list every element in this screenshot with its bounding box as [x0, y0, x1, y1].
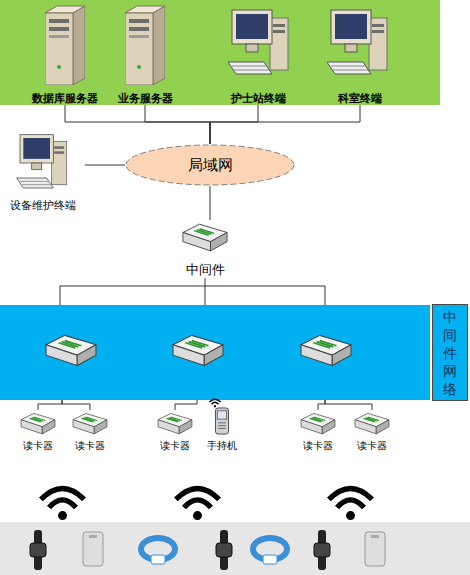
- reader-icon: [158, 413, 192, 433]
- connector-line: [65, 105, 210, 144]
- node-label: 读卡器: [48, 439, 132, 452]
- terminal-icon: [327, 10, 387, 74]
- connector-line: [85, 165, 125, 166]
- node-label: 数据库服务器: [0, 91, 130, 105]
- network-node-icon: [46, 335, 96, 365]
- blue-wristband: [253, 538, 287, 564]
- network-node-icon: [173, 335, 223, 365]
- reader-icon: [21, 413, 55, 433]
- card-tag: [83, 532, 103, 566]
- terminal-node: 科室终端: [322, 3, 398, 105]
- reader-icon: [301, 413, 335, 433]
- handheld-icon: [215, 408, 228, 434]
- node-label: 读卡器: [0, 439, 80, 452]
- connector-line: [210, 186, 211, 220]
- connector-line: [38, 400, 62, 410]
- maintenance-terminal-icon: [17, 135, 67, 188]
- server-node: 业务服务器: [105, 3, 185, 105]
- terminal-node: 设备维护终端: [0, 130, 85, 212]
- reader-node: 读卡器: [68, 410, 112, 452]
- connector-line: [325, 400, 372, 410]
- node-label: 护士站终端: [195, 91, 321, 105]
- wifi-symbol: [329, 489, 372, 520]
- wristband-tag: [216, 530, 232, 570]
- reader-icon: [355, 413, 389, 433]
- server-node: 数据库服务器: [20, 3, 110, 105]
- wifi-symbol: [41, 489, 84, 520]
- connector-line: [210, 105, 360, 144]
- card-tag: [365, 532, 385, 566]
- wristband-tag: [30, 530, 46, 570]
- terminal-node: 护士站终端: [215, 3, 301, 105]
- wifi-symbol: [176, 489, 219, 520]
- connector-line: [145, 105, 210, 144]
- connector-line: [62, 400, 90, 410]
- handheld-node: 手持机: [200, 410, 244, 452]
- network-ellipse: 局域网: [125, 144, 295, 186]
- connector-line: [175, 400, 197, 410]
- wristband-tag: [314, 530, 330, 570]
- connector-line: [60, 278, 325, 305]
- connector-line: [210, 105, 258, 144]
- terminal-icon: [228, 10, 288, 74]
- reader-node: 读卡器: [350, 410, 394, 452]
- node-label: 设备维护终端: [0, 198, 105, 212]
- blue-wristband: [141, 538, 175, 564]
- ellipse-shape: [126, 145, 294, 185]
- reader-node: 读卡器: [153, 410, 197, 452]
- node-label: 读卡器: [330, 439, 414, 452]
- middleware-icon: [183, 224, 227, 251]
- reader-icon: [73, 413, 107, 433]
- node-label: 读卡器: [276, 439, 360, 452]
- node-label: 科室终端: [302, 91, 418, 105]
- network-node-icon: [301, 335, 351, 365]
- node-label: 读卡器: [133, 439, 217, 452]
- network-band: 中间件网络: [0, 305, 430, 400]
- reader-node: 读卡器: [16, 410, 60, 452]
- node-label: 业务服务器: [85, 91, 205, 105]
- reader-node: 读卡器: [296, 410, 340, 452]
- middleware-node: 中间件: [175, 220, 235, 278]
- database-server-icon: [45, 6, 85, 85]
- spacer: [432, 0, 434, 1]
- signal-symbol: [209, 399, 220, 407]
- business-server-icon: [125, 6, 165, 85]
- tag-zone: [0, 522, 470, 575]
- node-label: 手持机: [180, 439, 264, 452]
- node-label: 局域网: [188, 156, 233, 175]
- server-zone: [0, 0, 440, 105]
- connector-line: [318, 400, 325, 410]
- band-label: 中间件网络: [432, 304, 468, 401]
- node-label: 中间件: [155, 262, 255, 278]
